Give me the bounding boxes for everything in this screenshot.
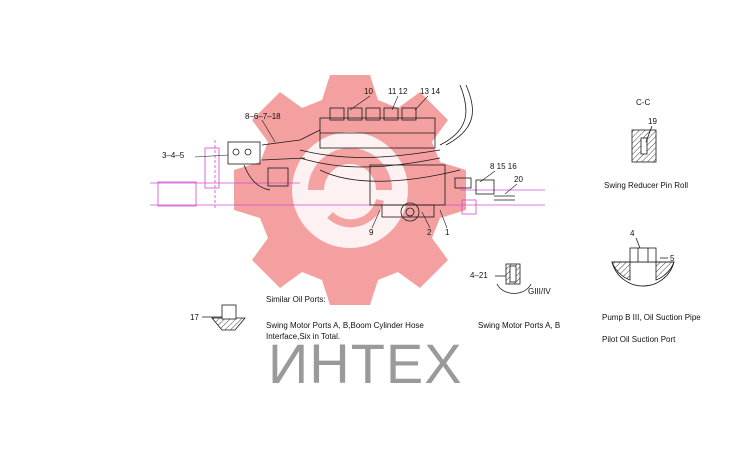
watermark-gear-hole [292,132,408,248]
callout-4-pump: 4 [630,229,635,238]
detail-cc-section [631,125,657,163]
callout-20: 20 [514,175,523,184]
callout-10: 10 [364,87,373,96]
callout-8-6-7-18: 8–6–7–18 [245,112,281,121]
callout-4-21: 4–21 [470,271,488,280]
magenta-reference-lines [150,140,545,215]
watermark-logo-text: ИНТЕХ [268,332,463,395]
callout-11-12: 11 12 [388,87,408,96]
callout-5-pump: 5 [670,254,675,263]
section-title-cc: C-C [636,98,651,107]
caption-swing-reducer: Swing Reducer Pin Roll [604,181,689,190]
callout-13-14: 13 14 [420,87,441,96]
callout-2: 2 [427,228,432,237]
caption-similar-ports: Similar Oil Ports: [266,295,326,304]
caption-pilot-oil: Pilot Oil Suction Port [602,335,676,344]
callout-9: 9 [369,228,374,237]
callout-giii-iv: GIII/IV [528,287,551,296]
caption-swing-motor-boom: Swing Motor Ports A, B,Boom Cylinder Hos… [266,321,424,341]
detail-giii-iv [495,263,532,294]
caption-swing-motor-ab: Swing Motor Ports A, B [478,321,561,330]
main-assembly [227,84,515,222]
callout-1: 1 [445,228,450,237]
callout-8-15-16: 8 15 16 [490,162,517,171]
detail-pump-suction [611,237,675,287]
callout-19: 19 [648,117,657,126]
detail-17 [202,304,246,331]
callout-17: 17 [190,313,199,322]
caption-pump-b3: Pump B III, Oil Suction Pipe [602,313,701,322]
leader-lines [194,95,518,229]
callout-3-4-5: 3–4–5 [162,151,185,160]
